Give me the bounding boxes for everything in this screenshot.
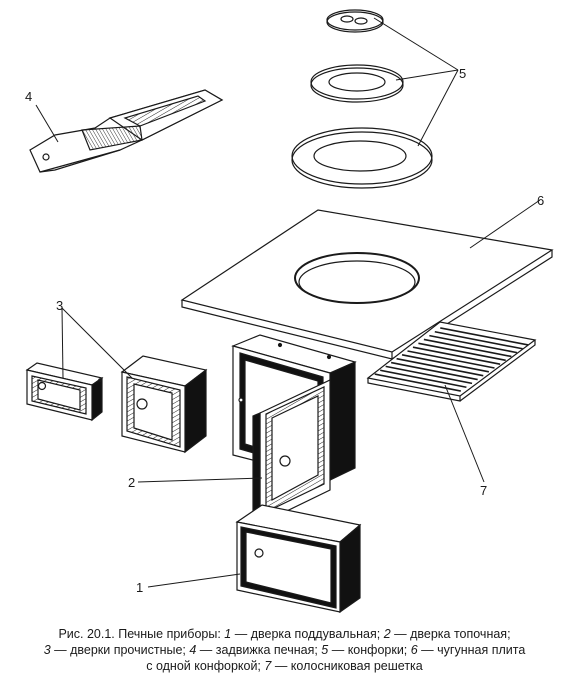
firebox-door [231,334,357,528]
grate-bar [385,365,473,385]
grate [366,321,537,402]
leader-lines [35,17,541,588]
label-3: 3 [56,298,63,313]
caption-line-3: с одной конфоркой; 7 — колосниковая реше… [146,659,423,673]
stove-fittings-drawing: 4 5 6 3 2 7 1 [25,9,554,614]
grate-bar [401,354,490,373]
grate-bar [423,338,512,358]
burner-ring-large [291,127,433,189]
label-4: 4 [25,89,32,104]
stove-fittings-figure: 4 5 6 3 2 7 1 [25,9,554,614]
cleaning-door-large [120,355,208,454]
grate-bar [412,346,501,365]
label-2: 2 [128,475,135,490]
cleaning-door-small [25,362,104,422]
label-6: 6 [537,193,544,208]
label-1: 1 [136,580,143,595]
burner-lid-small [326,9,384,33]
grate-bar [418,342,506,362]
label-7: 7 [480,483,487,498]
grate-bar [429,334,518,354]
ashpit-door [235,504,362,614]
grate-bar [440,327,529,346]
stove-damper [29,89,224,173]
caption-line-2: 3 — дверки прочистные; 4 — задвижка печн… [43,643,526,657]
figure-caption: Рис. 20.1. Печные приборы: 1 — дверка по… [0,626,569,674]
grate-bar [396,357,484,377]
burner-ring-middle [310,64,404,103]
grate-bar [434,330,523,350]
caption-line-1: Рис. 20.1. Печные приборы: 1 — дверка по… [58,627,511,641]
grate-bar [390,361,478,381]
grate-bar [380,369,467,389]
label-5: 5 [459,66,466,81]
grate-bar [407,350,495,369]
